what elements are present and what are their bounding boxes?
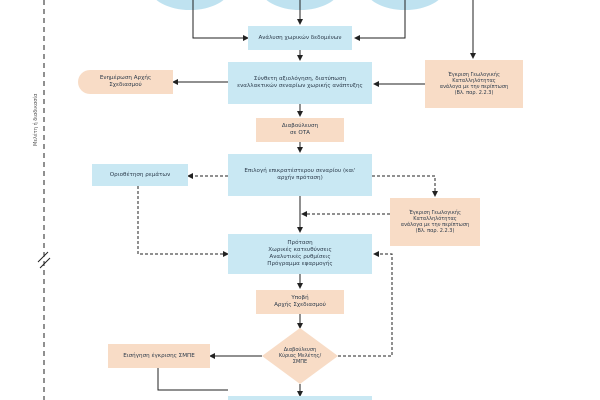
node-inform-planning-authority: Ενημέρωση Αρχής Σχεδιασμού: [78, 70, 173, 94]
node-stream-delineation: Οριοθέτηση ρεμάτων: [92, 164, 188, 186]
arrow-n4-right2: [372, 175, 438, 197]
n7-diamond: [262, 328, 338, 384]
node-proposal: Πρόταση Χωρικές κατευθύνσεις Αναλυτικές …: [228, 234, 372, 274]
line-break-mark: [37, 251, 51, 269]
node-scenario-selection: Επιλογή επικρατέστερου σεναρίου (και' αρ…: [228, 154, 372, 196]
arrow-left3-down: [157, 368, 228, 391]
arrow-top-to-n1: [192, 0, 249, 41]
top-circle-1: [156, 0, 224, 10]
side-label: Μελέτη ή διαδικασία: [33, 93, 39, 147]
bottom-partial-box: [228, 396, 372, 400]
arrow-left2-n5: [137, 186, 229, 257]
node-spatial-data-analysis: Ανάλυση χωρικών δεδομένων: [248, 26, 352, 50]
node-consultation-ota: Διαβούλευση σε ΟΤΑ: [256, 118, 344, 142]
arrow-right-to-n1: [354, 0, 406, 41]
node-consultation-study-smpe: Διαβούλευση Κύριας Μελέτης/ ΣΜΠΕ: [278, 346, 322, 366]
node-geological-suitability-2: Έγκριση Γεωλογικής Καταλληλότητας ανάλογ…: [390, 198, 480, 246]
node-submission: Υποβή Αρχής Σχεδιασμού: [256, 290, 344, 314]
node-composite-evaluation: Σύνθετη αξιολόγηση, διατύπωση εναλλακτικ…: [228, 62, 372, 104]
node-smpe-approval-recommendation: Εισήγηση έγκρισης ΣΜΠΕ: [108, 344, 210, 368]
arrow-n7-feedback-n5: [338, 251, 393, 357]
node-geological-suitability-1: Έγκριση Γεωλογικής Καταλληλότητας ανάλογ…: [425, 60, 523, 108]
